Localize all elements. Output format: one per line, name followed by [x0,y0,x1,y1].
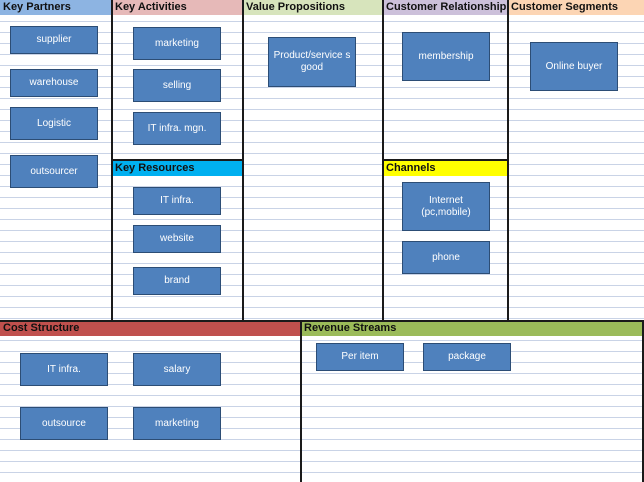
channel-item[interactable]: Internet (pc,mobile) [402,182,490,231]
key-resource-item[interactable]: website [133,225,221,253]
key-activity-item[interactable]: IT infra. mgn. [133,112,221,145]
key-resource-item[interactable]: brand [133,267,221,295]
key-partner-item[interactable]: supplier [10,26,98,54]
key-activities-header: Key Activities [112,0,243,15]
key-activity-item[interactable]: marketing [133,27,221,60]
cost-item[interactable]: salary [133,353,221,386]
divider [242,0,244,321]
cost-item[interactable]: marketing [133,407,221,440]
key-partners-header: Key Partners [0,0,112,15]
key-resource-item[interactable]: IT infra. [133,187,221,215]
customer-relationship-item[interactable]: membership [402,32,490,81]
divider [642,321,644,482]
cost-item[interactable]: outsource [20,407,108,440]
revenue-item[interactable]: package [423,343,511,371]
customer-segment-item[interactable]: Online buyer [530,42,618,91]
channel-item[interactable]: phone [402,241,490,274]
divider [112,159,243,161]
divider [507,0,509,321]
key-partner-item[interactable]: warehouse [10,69,98,97]
divider [300,321,302,482]
cost-structure-header: Cost Structure [0,321,301,336]
value-propositions-header: Value Propositions [243,0,383,15]
key-resources-header: Key Resources [112,161,243,176]
cost-item[interactable]: IT infra. [20,353,108,386]
key-activity-item[interactable]: selling [133,69,221,102]
customer-relationship-header: Customer Relationship [383,0,508,15]
key-partner-item[interactable]: outsourcer [10,155,98,188]
customer-segments-header: Customer Segments [508,0,644,15]
divider [0,320,644,322]
revenue-streams-header: Revenue Streams [301,321,644,336]
revenue-item[interactable]: Per item [316,343,404,371]
value-proposition-item[interactable]: Product/service s good [268,37,356,87]
channels-header: Channels [383,161,508,176]
key-partner-item[interactable]: Logistic [10,107,98,140]
divider [383,159,508,161]
